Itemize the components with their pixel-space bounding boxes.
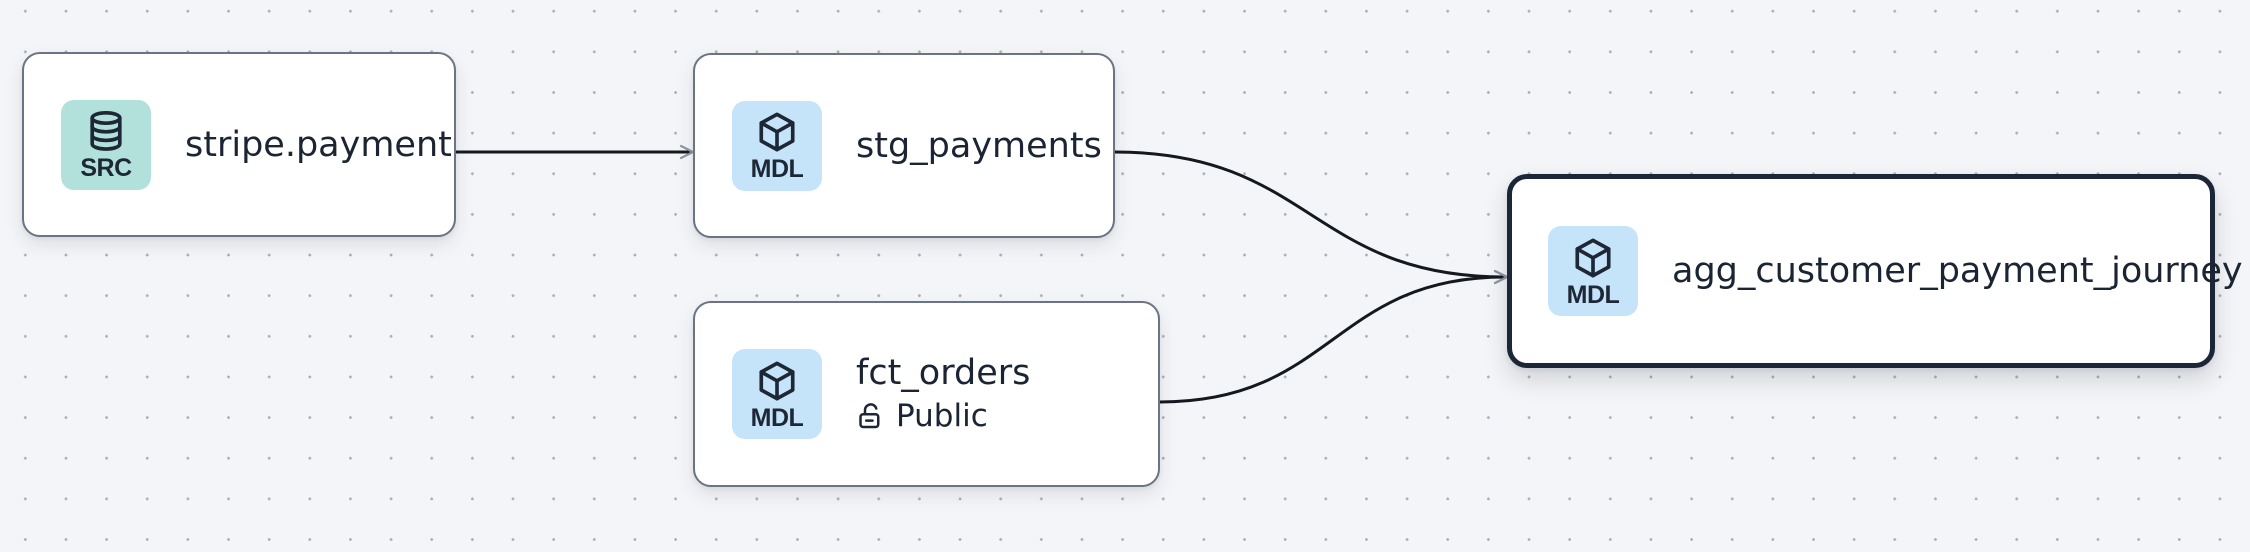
model-type-badge: MDL [1548, 226, 1638, 316]
node-label: stg_payments [856, 125, 1102, 166]
source-type-badge: SRC [61, 99, 151, 190]
model-type-badge: MDL [732, 349, 822, 439]
badge-label: MDL [1566, 280, 1620, 309]
unlock-icon [859, 403, 880, 429]
edge-fct-orders-to-agg-customer-payment-journey[interactable] [1159, 269, 1509, 404]
node-stg-payments[interactable]: MDL stg_payments [693, 53, 1115, 238]
cube-icon [759, 112, 795, 152]
node-label: stripe.payment [185, 124, 452, 165]
cube-icon [1575, 238, 1611, 277]
node-agg-customer-payment-journey[interactable]: MDL agg_customer_payment_journey [1507, 174, 2243, 368]
access-row: Public [856, 395, 1030, 437]
edge-stg-payments-to-agg-customer-payment-journey[interactable] [1114, 150, 1509, 285]
node-label: fct_orders [856, 353, 1031, 393]
model-type-badge: MDL [732, 100, 822, 191]
node-label: agg_customer_payment_journey [1672, 251, 2243, 291]
access-label: Public [896, 398, 988, 434]
badge-label: MDL [750, 155, 804, 183]
node-stripe-payment[interactable]: SRC stripe.payment [22, 52, 456, 237]
cube-icon [759, 361, 795, 400]
node-fct-orders[interactable]: MDL fct_orders Public [693, 301, 1160, 487]
badge-label: SRC [80, 154, 132, 182]
badge-label: MDL [750, 403, 804, 432]
database-icon [90, 110, 122, 151]
